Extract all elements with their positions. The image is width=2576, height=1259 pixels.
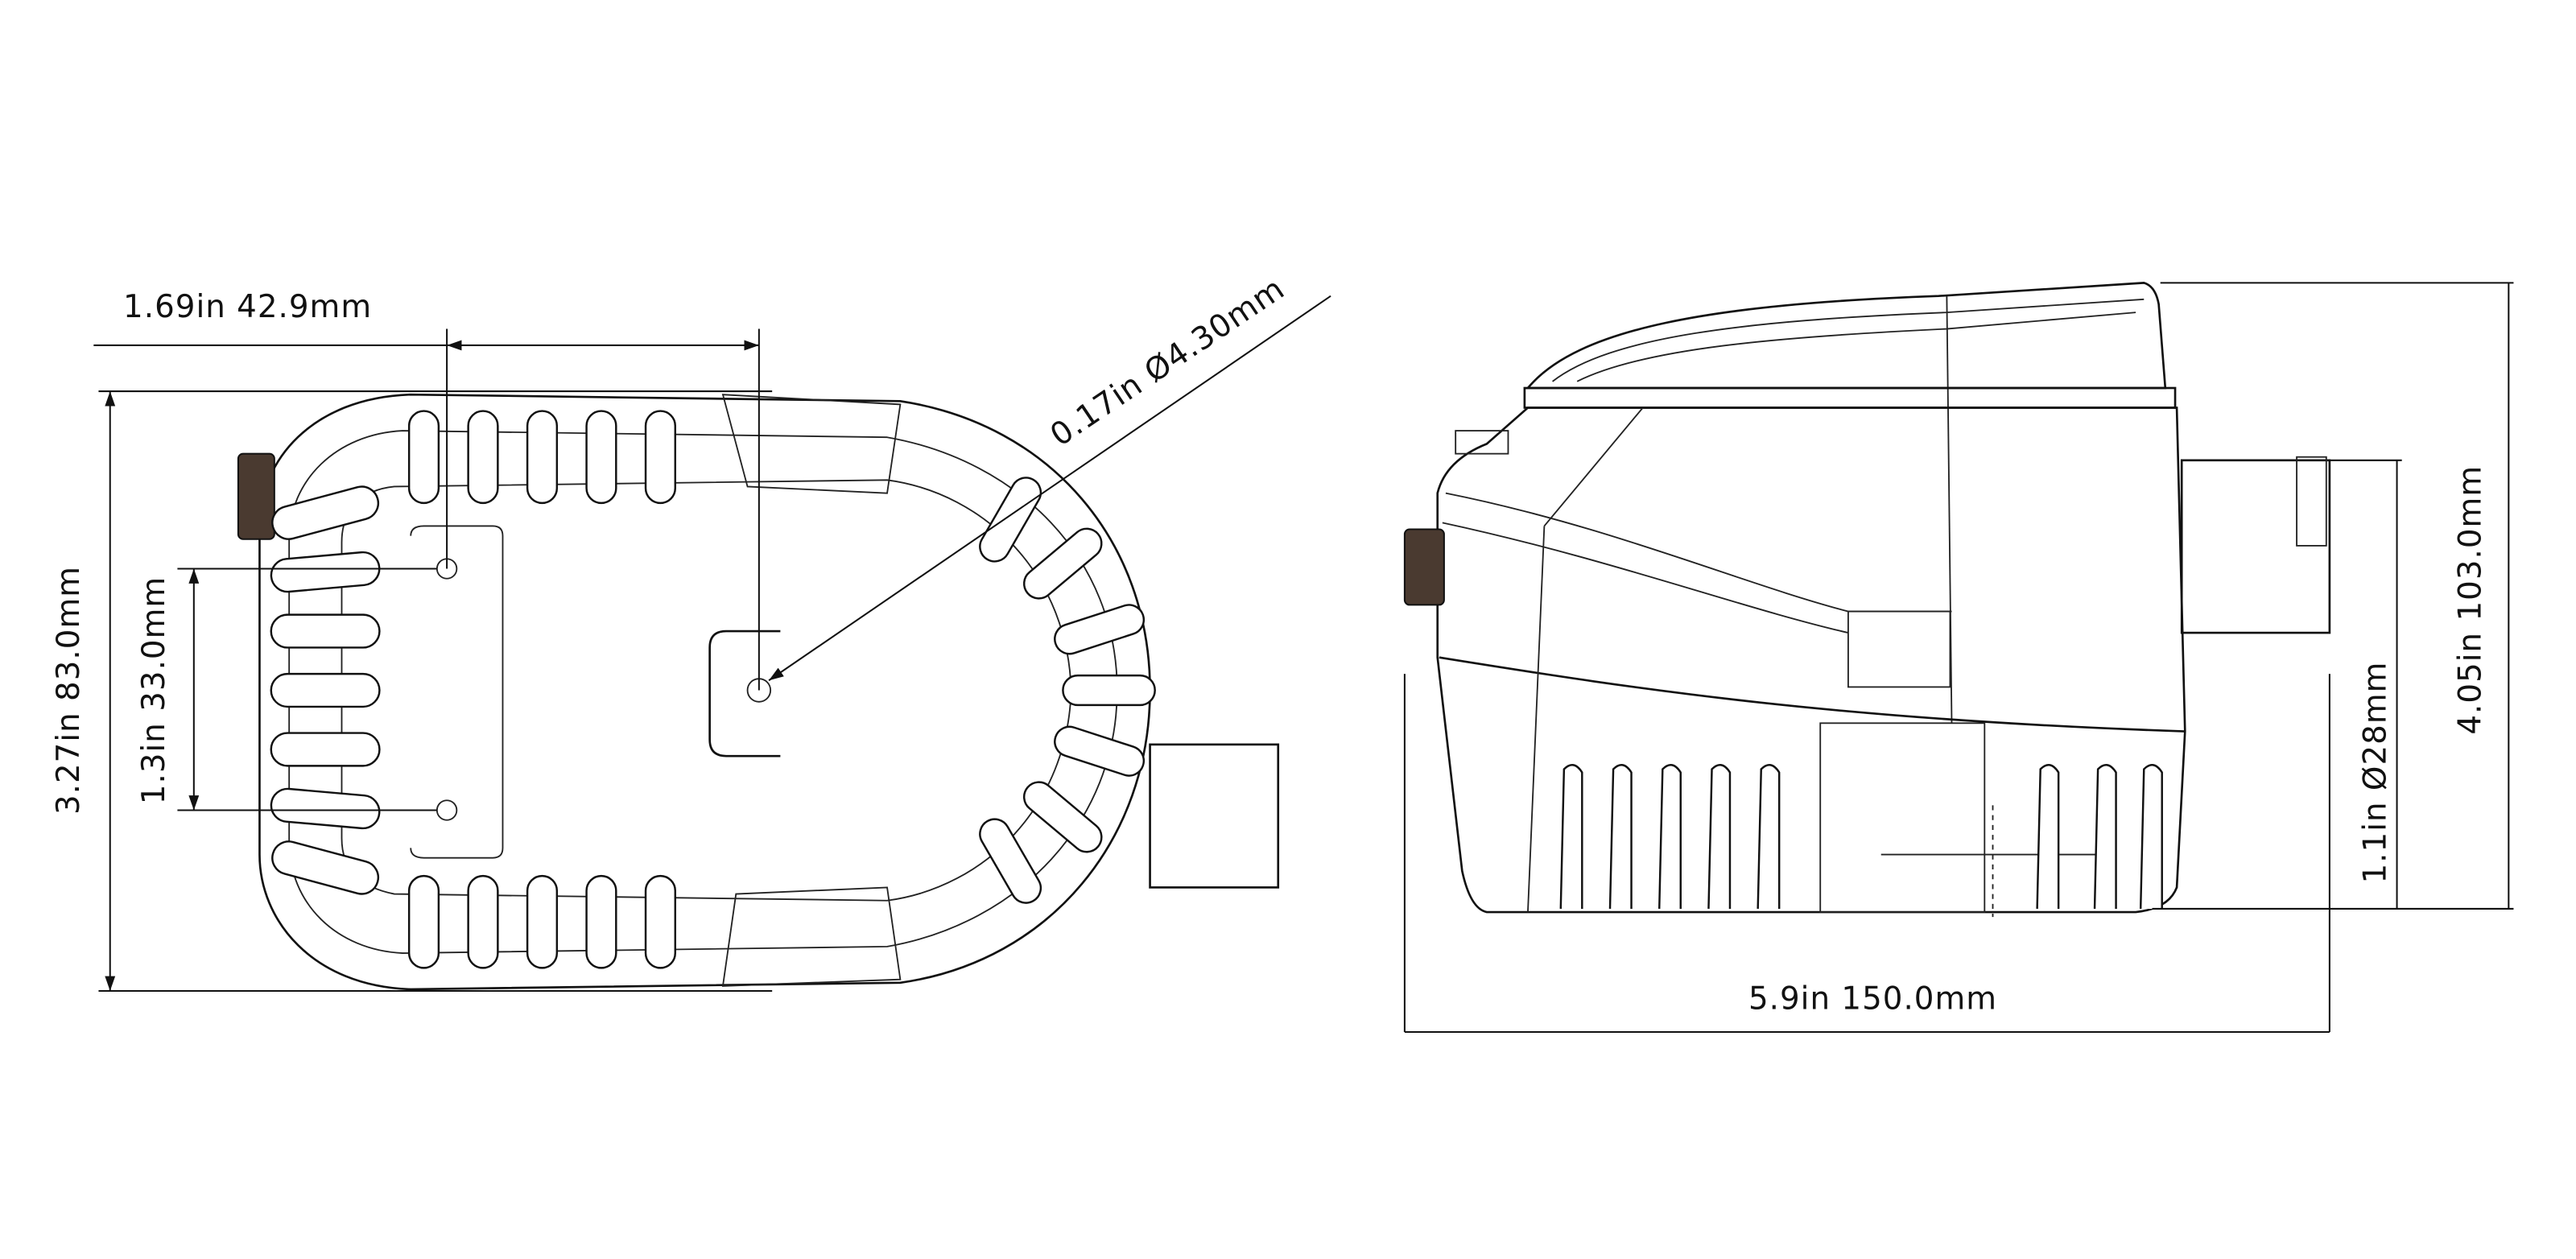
rib [585, 874, 617, 969]
rib [526, 410, 559, 505]
mounting-plate [410, 525, 504, 859]
label-hole-diameter: 0.17in Ø4.30mm [1044, 270, 1292, 454]
leader-hole-diameter [768, 295, 1331, 682]
outlet-pipe-side [2180, 459, 2331, 634]
rib [407, 874, 440, 969]
label-plate [1847, 610, 1951, 688]
rib [271, 485, 380, 540]
rib [1022, 781, 1103, 853]
label-hole-spacing-width: 1.69in 42.9mm [123, 289, 372, 325]
rib [526, 874, 559, 969]
mounting-hole-lower [436, 799, 458, 821]
rib [644, 410, 676, 505]
top-view [237, 393, 1280, 991]
slot [1757, 764, 1781, 909]
slot [2036, 764, 2060, 909]
pad-bottom [721, 886, 902, 987]
rib [270, 787, 381, 830]
center-slot [708, 630, 781, 757]
rib [1062, 674, 1156, 707]
base-inner-rim-2 [341, 479, 1072, 902]
rib [270, 732, 381, 767]
rib [271, 840, 380, 895]
base-inner-rim [288, 430, 1118, 954]
side-view [1403, 282, 2331, 918]
rib [644, 874, 676, 969]
body-outline [1436, 407, 2186, 914]
slot [1559, 764, 1583, 909]
slot [1658, 764, 1682, 909]
rib [407, 410, 440, 505]
switch-knob-side [1403, 528, 1445, 606]
rib [979, 818, 1042, 904]
rib [270, 551, 381, 593]
base-pad-side [1819, 722, 1986, 913]
rib [270, 672, 381, 708]
cover-outline [1525, 282, 2167, 390]
cover-rim [1523, 386, 2177, 409]
rib [1022, 527, 1103, 600]
air-vent-nozzle [1455, 430, 1509, 455]
outlet-flange [2296, 456, 2327, 547]
intake-slots [1559, 764, 2163, 909]
slot [2139, 764, 2163, 909]
rib [467, 410, 499, 505]
label-overall-length: 5.9in 150.0mm [1748, 980, 1997, 1017]
label-overall-width: 3.27in 83.0mm [51, 566, 87, 815]
rib [585, 410, 617, 505]
slot [1707, 764, 1732, 909]
rib [467, 874, 499, 969]
label-overall-height: 4.05in 103.0mm [2453, 465, 2489, 735]
outlet-pipe-top [1149, 743, 1280, 889]
label-outlet-diameter: 1.1in Ø28mm [2357, 662, 2393, 884]
rib [1054, 725, 1146, 777]
label-hole-spacing-height: 1.3in 33.0mm [136, 576, 172, 804]
intake-ribs [270, 410, 1156, 969]
slot [1608, 764, 1633, 909]
rib [979, 477, 1042, 563]
pad-top [721, 394, 902, 494]
switch-knob-top [237, 452, 275, 540]
rib [1054, 604, 1146, 655]
side-view-dimensions: 5.9in 150.0mm 4.05in 103.0mm 1.1in Ø28mm [1403, 282, 2514, 1034]
rib [270, 613, 381, 649]
slot [2093, 764, 2117, 909]
